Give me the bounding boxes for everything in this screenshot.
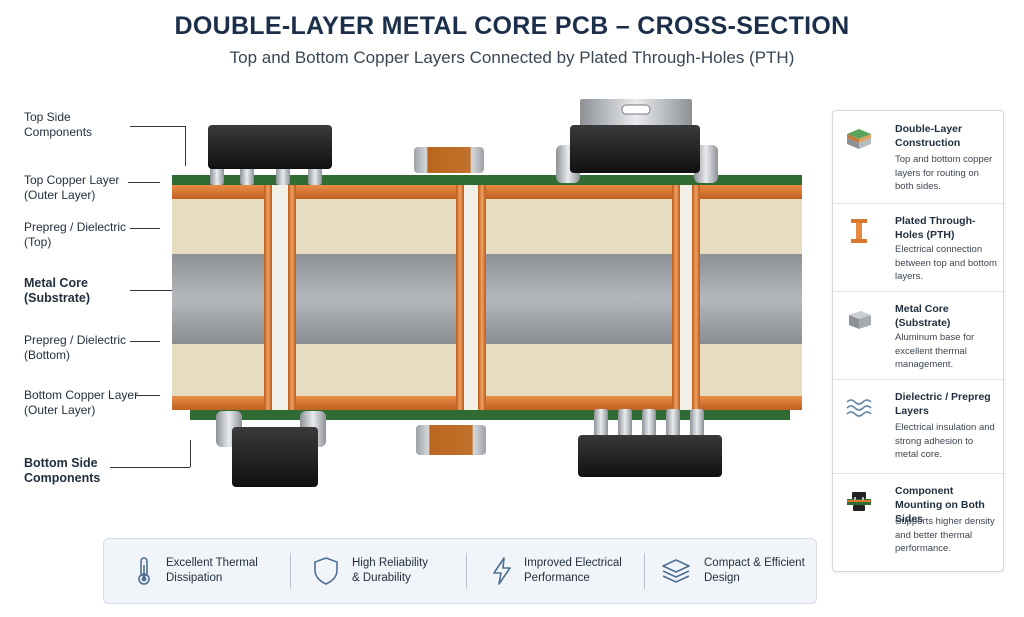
label-prepreg-top: Prepreg / Dielectric(Top) [24, 220, 127, 249]
top-capacitor [414, 147, 484, 173]
bottom-capacitor [416, 425, 486, 455]
bottom-solder-mask [190, 410, 790, 420]
leader-prepreg-top [130, 228, 160, 229]
pcb-cross-section [172, 99, 802, 487]
leader-bottom-copper [135, 395, 160, 396]
leader-metal-core [130, 290, 175, 291]
benefit-item: High Reliability& Durability [304, 539, 464, 603]
benefit-separator [644, 553, 645, 589]
leader-prepreg-bottom [130, 341, 160, 342]
waves-icon [846, 399, 872, 417]
lightning-icon [493, 557, 511, 585]
metal-block-icon [849, 311, 871, 329]
layers-icon [662, 559, 690, 583]
page-title: DOUBLE-LAYER METAL CORE PCB – CROSS-SECT… [174, 12, 850, 40]
pth-via [672, 185, 680, 410]
pth-via [456, 185, 464, 410]
shield-icon [314, 557, 338, 585]
leader-top-components-v [185, 126, 186, 166]
leader-top-copper [128, 182, 160, 183]
pth-via [478, 185, 486, 410]
features-panel: Double-Layer Construction Top and bottom… [832, 110, 1004, 572]
feature-item: Metal Core (Substrate) Aluminum base for… [833, 291, 1003, 380]
top-ic-left [208, 125, 332, 185]
label-top-copper: Top Copper Layer(Outer Layer) [24, 173, 120, 202]
label-bottom-copper: Bottom Copper Layer(Outer Layer) [24, 388, 139, 417]
pth-via [692, 185, 700, 410]
pth-via [264, 185, 272, 410]
thermometer-icon [138, 557, 150, 585]
benefit-separator [466, 553, 467, 589]
label-metal-core: Metal Core(Substrate) [24, 276, 90, 305]
through-hole-icon [851, 219, 867, 243]
benefit-separator [290, 553, 291, 589]
bottom-ic-right [578, 409, 722, 477]
top-ic-right [556, 99, 718, 183]
top-solder-mask [172, 175, 802, 185]
bottom-ic-left [216, 411, 326, 487]
label-prepreg-bottom: Prepreg / Dielectric(Bottom) [24, 333, 127, 362]
page-subtitle: Top and Bottom Copper Layers Connected b… [229, 48, 795, 67]
leader-top-components [130, 126, 185, 127]
layers-stack-icon [847, 129, 871, 149]
top-copper-layer [172, 185, 802, 199]
feature-item: Dielectric / Prepreg Layers Electrical i… [833, 379, 1003, 474]
pth-vias [264, 185, 700, 410]
pth-via [288, 185, 296, 410]
feature-item: Double-Layer Construction Top and bottom… [833, 111, 1003, 204]
leader-bottom-components [110, 467, 190, 468]
leader-bottom-components-v [190, 440, 191, 467]
feature-item: Plated Through-Holes (PTH) Electrical co… [833, 203, 1003, 292]
chip-icon [847, 492, 871, 511]
bottom-copper-layer [172, 396, 802, 410]
feature-item: Component Mounting on Both Sides Support… [833, 473, 1003, 569]
